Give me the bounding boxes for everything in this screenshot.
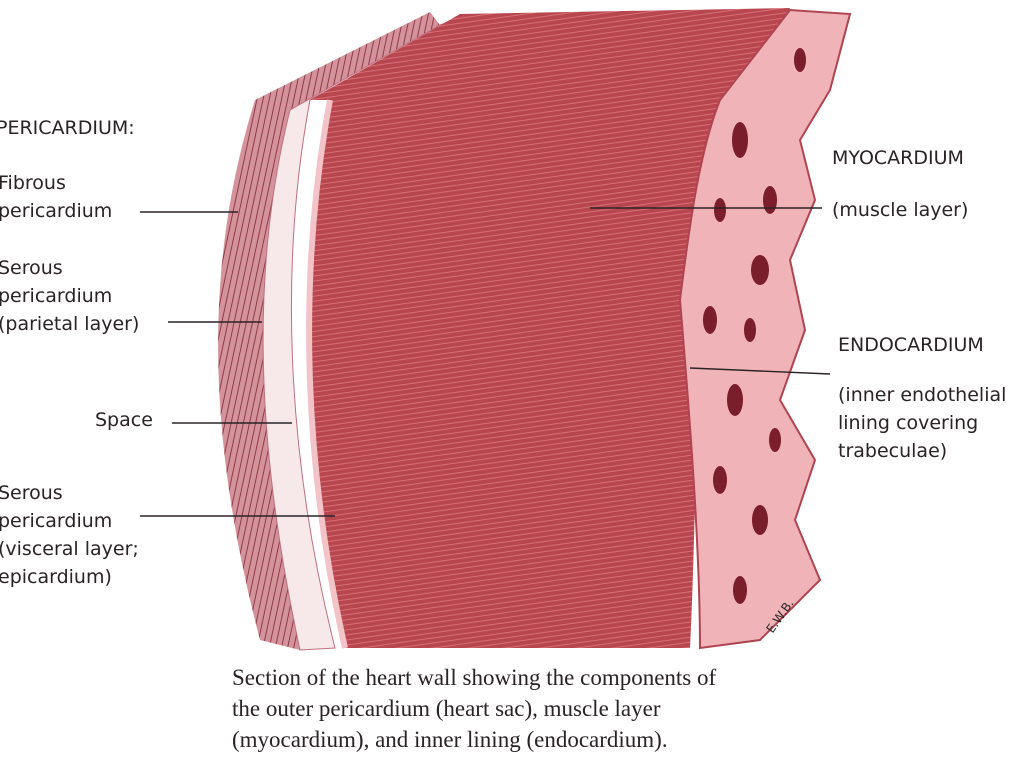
myocardium: [309, 100, 740, 648]
leader-lines: [140, 207, 831, 517]
label-line: (muscle layer): [832, 199, 969, 221]
fibrous-pericardium: [218, 12, 440, 650]
label-line: pericardium: [0, 200, 113, 222]
label-line: pericardium: [0, 510, 113, 532]
label-line: Serous: [0, 257, 63, 279]
space-label: Space: [95, 409, 153, 431]
label-line: MYOCARDIUM: [832, 147, 964, 169]
myocardium-top-face: [310, 8, 790, 100]
caption-line: (myocardium), and inner lining (endocard…: [232, 727, 668, 752]
label-line: (inner endothelial: [838, 384, 1007, 406]
serous-visceral-label: Serous pericardium (visceral layer; epic…: [0, 479, 139, 591]
label-line: Fibrous: [0, 172, 66, 194]
serous-parietal-label: Serous pericardium (parietal layer): [0, 254, 139, 338]
label-line: ENDOCARDIUM: [838, 334, 984, 356]
label-line: Serous: [0, 482, 63, 504]
label-line: lining covering: [838, 412, 979, 434]
pericardium-heading: PERICARDIUM:: [0, 117, 135, 139]
myocardium-label: MYOCARDIUM (muscle layer): [832, 144, 968, 224]
label-line: pericardium: [0, 285, 113, 307]
fibrous-label: Fibrous pericardium: [0, 169, 112, 225]
figure-caption: Section of the heart wall showing the co…: [232, 662, 716, 755]
serous-parietal-layer: [262, 17, 461, 651]
label-line: trabeculae): [838, 440, 948, 462]
label-line: (parietal layer): [0, 313, 140, 335]
caption-line: the outer pericardium (heart sac), muscl…: [232, 696, 661, 721]
endocardium-label: ENDOCARDIUM (inner endothelial lining co…: [838, 331, 1006, 465]
caption-line: Section of the heart wall showing the co…: [232, 665, 717, 690]
epicardium-line: [306, 99, 348, 649]
label-line: (visceral layer;: [0, 538, 139, 560]
trabeculae-cavities: [703, 48, 806, 604]
label-line: epicardium): [0, 566, 112, 588]
